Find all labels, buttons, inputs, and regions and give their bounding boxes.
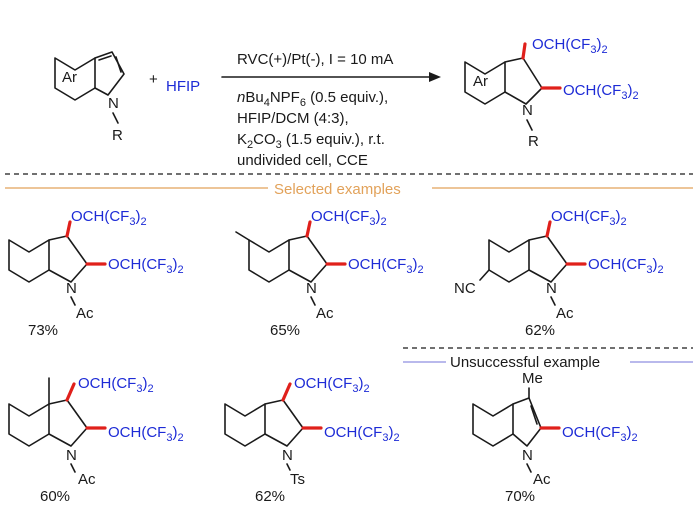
methyl-label: Me [522,370,543,387]
yield-label: 73% [28,322,58,339]
nitrogen-label: N [306,280,317,297]
product-ether-top: OCH(CF3)2 [532,36,608,56]
ex1-ether-top: OCH(CF3)2 [71,208,147,228]
conditions-electrolyte: nBu4NPF6 (0.5 equiv.), [237,89,388,109]
example-2: N Ac 65% [235,220,347,339]
example-6: Me N Ac 70% [472,370,561,505]
methyl-bond [235,231,250,241]
unsuccessful-example-title: Unsuccessful example [450,354,600,371]
ring-label: Ar [62,69,77,86]
reaction-arrow [221,72,441,82]
example-4: N Ac 60% [8,377,107,505]
conditions-electrodes: RVC(+)/Pt(-), I = 10 mA [237,51,393,68]
ex3-ether-top: OCH(CF3)2 [551,208,627,228]
ex4-ether-side: OCH(CF3)2 [108,424,184,444]
nitrogen-label: N [66,447,77,464]
product-indoline: Ar N R [464,42,562,150]
conditions-solvent: HFIP/DCM (4:3), [237,110,349,127]
yield-label: 65% [270,322,300,339]
ex2-ether-top: OCH(CF3)2 [311,208,387,228]
example-5: N Ts 62% [224,382,323,505]
cyano-bond [479,269,490,281]
ex2-ether-side: OCH(CF3)2 [348,256,424,276]
protecting-group: Ts [290,471,305,488]
nitrogen-label: N [66,280,77,297]
ex4-ether-top: OCH(CF3)2 [78,375,154,395]
nitrogen-label: N [522,447,533,464]
ring-label: Ar [473,73,488,90]
ex1-ether-side: OCH(CF3)2 [108,256,184,276]
nitrogen-label: N [522,102,533,119]
example-3: NC N Ac 62% [454,220,587,339]
ex3-ether-side: OCH(CF3)2 [588,256,664,276]
plus-sign: + [149,71,158,88]
ex5-ether-side: OCH(CF3)2 [324,424,400,444]
ex6-ether-side: OCH(CF3)2 [562,424,638,444]
reagent-hfip: HFIP [166,78,200,95]
r-group-label: R [528,133,539,150]
reactant-indole: Ar N R [54,51,125,144]
cyano-label: NC [454,280,476,297]
example-1: N Ac 73% [8,220,107,339]
ex5-ether-top: OCH(CF3)2 [294,375,370,395]
protecting-group: Ac [316,305,334,322]
protecting-group: Ac [533,471,551,488]
nitrogen-label: N [108,95,119,112]
conditions-base: K2CO3 (1.5 equiv.), r.t. [237,131,385,151]
yield-label: 62% [525,322,555,339]
yield-label: 60% [40,488,70,505]
selected-examples-title: Selected examples [274,181,401,198]
nitrogen-label: N [546,280,557,297]
protecting-group: Ac [76,305,94,322]
protecting-group: Ac [556,305,574,322]
r-group-label: R [112,127,123,144]
conditions-cell: undivided cell, CCE [237,152,368,169]
product-ether-side: OCH(CF3)2 [563,82,639,102]
protecting-group: Ac [78,471,96,488]
yield-label: 70% [505,488,535,505]
yield-label: 62% [255,488,285,505]
nitrogen-label: N [282,447,293,464]
